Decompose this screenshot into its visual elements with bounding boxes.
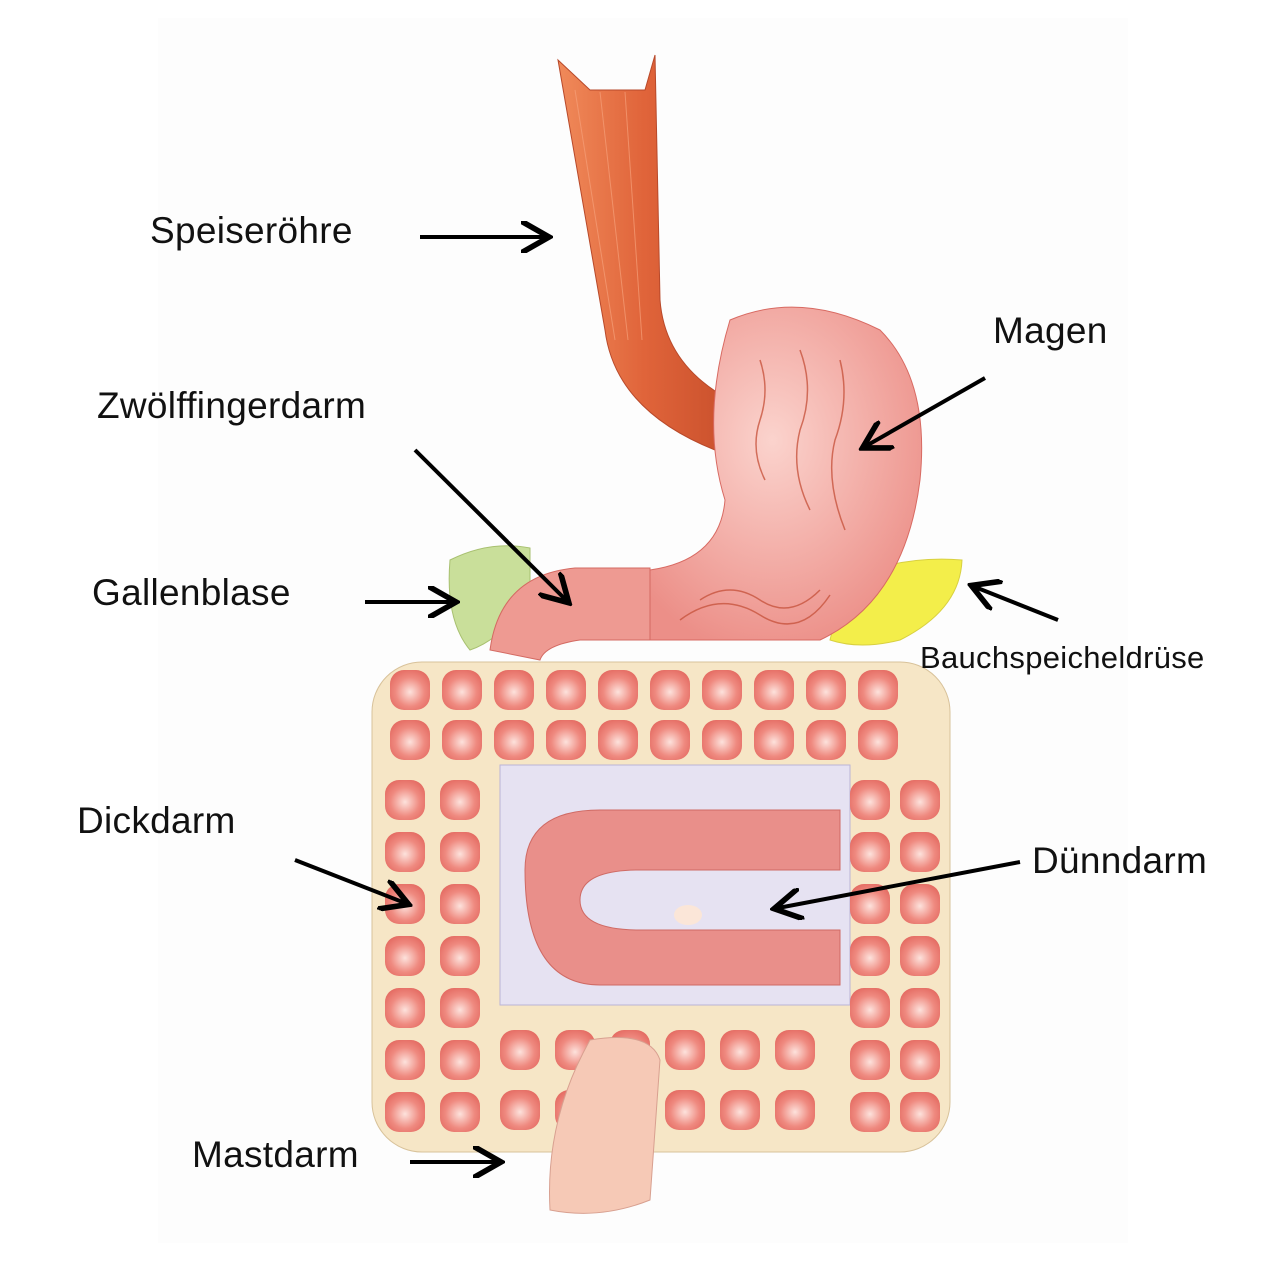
colon-spot [500,1030,540,1070]
label-duenndarm: Dünndarm [1032,840,1208,881]
colon-spot [390,720,430,760]
colon-spot [850,936,890,976]
colon-spot [900,780,940,820]
colon-spot [665,1030,705,1070]
colon-spot [442,720,482,760]
colon-spot [806,670,846,710]
colon-spot [440,832,480,872]
colon-spot [385,780,425,820]
rectum [549,1037,661,1214]
arrow-magen [866,376,986,446]
colon-spot [858,720,898,760]
colon-spot [702,670,742,710]
arrow-duenndarm [778,860,1021,908]
small-intestine [524,809,841,986]
colon-spot [900,1092,940,1132]
arrow-dickdarm [294,858,405,903]
label-gallenblase: Gallenblase [92,572,291,613]
colon-spot [440,936,480,976]
colon-spot [385,936,425,976]
colon-spot [440,780,480,820]
colon-spot [850,988,890,1028]
stomach [649,306,923,641]
label-speiseroehre: Speiseröhre [150,210,353,251]
colon-spot [440,884,480,924]
label-bauchspeicheldruese: Bauchspeicheldrüse [920,640,1205,675]
label-zwoelffingerdarm: Zwölffingerdarm [97,385,367,426]
colon-spot [665,1090,705,1130]
colon-spot [850,1040,890,1080]
colon-spot [754,720,794,760]
colon-spot [385,988,425,1028]
colon-spot [850,832,890,872]
colon-spot [385,1092,425,1132]
colon-spot [720,1090,760,1130]
colon-spot [900,1040,940,1080]
colon-spot [775,1090,815,1130]
label-dickdarm: Dickdarm [77,800,236,841]
stomach-folds [679,349,846,625]
label-magen: Magen [993,310,1108,351]
colon-spot [850,1092,890,1132]
colon-spot [546,670,586,710]
colon-spot [440,1092,480,1132]
small-intestine-tab [674,905,702,925]
colon-spot [900,832,940,872]
colon-spot [900,884,940,924]
colon-spot [385,884,425,924]
esophagus-muscle-lines [574,89,643,341]
colon-spot [494,720,534,760]
colon-spot [500,1090,540,1130]
esophagus [557,54,731,451]
label-arrows [294,237,1059,1162]
colon-spot [442,670,482,710]
colon-spot [650,670,690,710]
colon-spot [546,720,586,760]
colon-spot [598,720,638,760]
arrow-bauchspeicheldruese [975,587,1059,622]
colon-spot [440,1040,480,1080]
arrow-zwoelffingerdarm [413,448,566,600]
colon-spot [385,1040,425,1080]
colon-spot [754,670,794,710]
colon-spot [650,720,690,760]
colon-spot [385,832,425,872]
colon-spot [775,1030,815,1070]
colon-spot [858,670,898,710]
colon-spot [702,720,742,760]
colon-spot [900,936,940,976]
colon-spot [598,670,638,710]
colon-spot [900,988,940,1028]
label-mastdarm: Mastdarm [192,1134,359,1175]
colon-spot [440,988,480,1028]
colon-spot [850,780,890,820]
colon-spot [390,670,430,710]
duodenum [489,567,651,661]
colon-spot [720,1030,760,1070]
colon-spot [494,670,534,710]
colon-spot [806,720,846,760]
